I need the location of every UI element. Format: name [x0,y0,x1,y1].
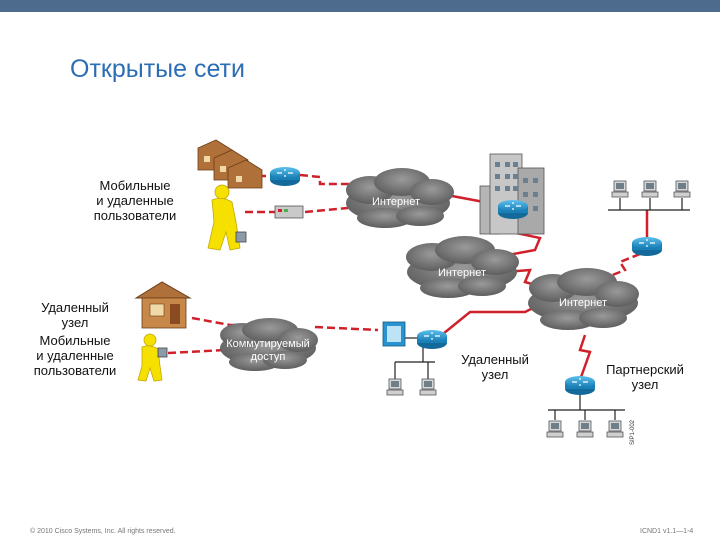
label-line: узел [631,377,659,392]
label-line: пользователи [93,208,177,223]
branch-router-icon [269,166,301,187]
pc-icon [641,180,659,198]
label-line: Удаленный [461,352,529,367]
remote-site-house-icon [134,281,192,329]
cloud-dialup-label-line2: доступ [251,351,286,363]
label-line: узел [481,367,509,382]
pc-icon [673,180,691,198]
label-line: и удаленные [96,193,174,208]
label-line: Партнерский [606,362,684,377]
mobile-user-icon [207,184,247,251]
cloud-internet-3: Интернет [528,268,639,330]
headquarters-building-icon [479,153,545,235]
figure-code: SIP1-002 [630,419,636,445]
label-line: Мобильные [39,333,111,348]
course-code: ICND1 v1.1—1-4 [640,528,694,535]
label-line: Мобильные [99,178,171,193]
top-right-router-icon [631,236,663,257]
label-line: пользователи [33,363,117,378]
label-remote-site-center: Удаленный узел [452,352,538,382]
label-partner-site: Партнерский узел [598,362,692,392]
slide-title: Открытые сети [70,55,245,83]
pc-icon [386,378,404,396]
top-bar [0,0,720,12]
headquarters-router-icon [497,199,529,220]
cloud-internet-1-label: Интернет [372,196,420,208]
cloud-dialup: Коммутируемый доступ [220,318,318,371]
label-line: Удаленный [41,300,109,315]
partner-router-icon [564,375,596,396]
mobile-user-bottom-icon [137,333,168,382]
pc-icon [606,420,624,438]
cloud-internet-3-label: Интернет [559,297,607,309]
pc-icon [546,420,564,438]
label-mobile-users-top: Мобильные и удаленные пользователи [82,178,188,223]
remote-site-router-icon [416,329,448,350]
copyright-text: © 2010 Cisco Systems, Inc. All rights re… [30,528,176,535]
pc-icon [419,378,437,396]
label-line: и удаленные [36,348,114,363]
cloud-internet-2: Интернет [406,236,519,298]
remote-homes-icon [197,139,263,189]
cloud-internet-2-label: Интернет [438,267,486,279]
label-remote-site-left: Удаленный узел [28,300,122,330]
modem-icon [274,205,304,219]
cloud-internet-1: Интернет [346,168,454,228]
pc-icon [576,420,594,438]
lan-links [394,198,690,420]
access-server-icon [382,321,406,347]
label-mobile-users-bottom: Мобильные и удаленные пользователи [24,333,126,378]
pc-icon [611,180,629,198]
cloud-dialup-label-line1: Коммутируемый [226,338,310,350]
label-line: узел [61,315,89,330]
